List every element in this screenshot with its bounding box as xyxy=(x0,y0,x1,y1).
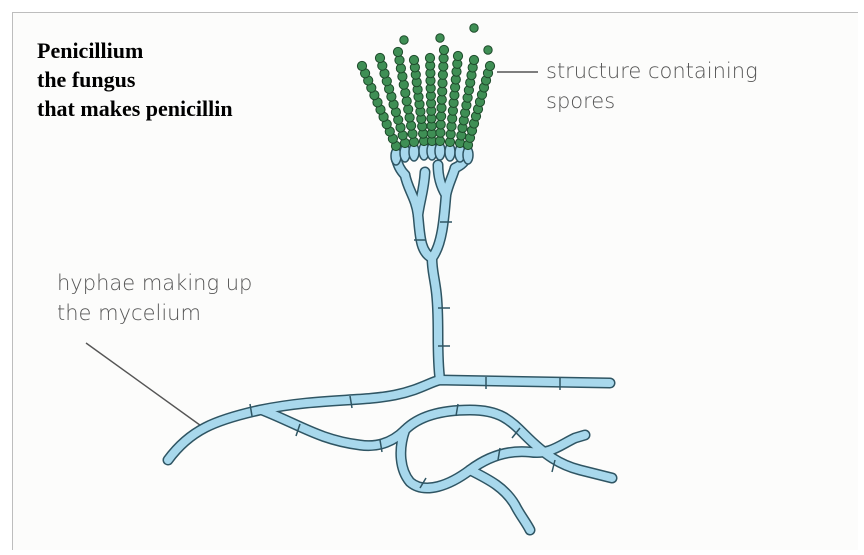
spore xyxy=(396,64,405,73)
spore xyxy=(395,56,404,65)
title-line-2: the fungus xyxy=(37,65,233,94)
spore xyxy=(402,97,411,106)
spore xyxy=(398,72,407,81)
spore xyxy=(439,45,448,54)
loose-spore xyxy=(470,24,478,32)
spore xyxy=(425,53,434,62)
spore xyxy=(401,88,410,97)
spore xyxy=(409,137,418,146)
hyphae-leader-line xyxy=(86,343,204,428)
spore xyxy=(485,61,494,70)
hyphae-label: hyphae making up the mycelium xyxy=(57,268,252,328)
spore-structure xyxy=(357,24,494,165)
hyphae-label-line-2: the mycelium xyxy=(57,298,252,328)
spore xyxy=(453,51,462,60)
spore xyxy=(407,121,416,130)
spore xyxy=(409,55,418,64)
loose-spore xyxy=(484,46,492,54)
spore xyxy=(404,105,413,114)
spore xyxy=(408,129,417,138)
spores-label-line-1: structure containing xyxy=(546,56,758,86)
hyphae-label-line-1: hyphae making up xyxy=(57,268,252,298)
spore xyxy=(375,53,384,62)
title-line-3: that makes penicillin xyxy=(37,94,233,123)
spore xyxy=(357,61,366,70)
loose-spore xyxy=(400,36,408,44)
spores-label: structure containing spores xyxy=(546,56,758,116)
loose-spore xyxy=(436,34,444,42)
spore xyxy=(393,47,402,56)
spore xyxy=(405,113,414,122)
spores-label-line-2: spores xyxy=(546,86,758,116)
spore xyxy=(469,55,478,64)
title-line-1: Penicillium xyxy=(37,36,233,65)
hypha-body xyxy=(470,470,530,530)
diagram-title: Penicillium the fungus that makes penici… xyxy=(37,36,233,123)
spore xyxy=(399,80,408,89)
mycelium xyxy=(168,155,612,530)
